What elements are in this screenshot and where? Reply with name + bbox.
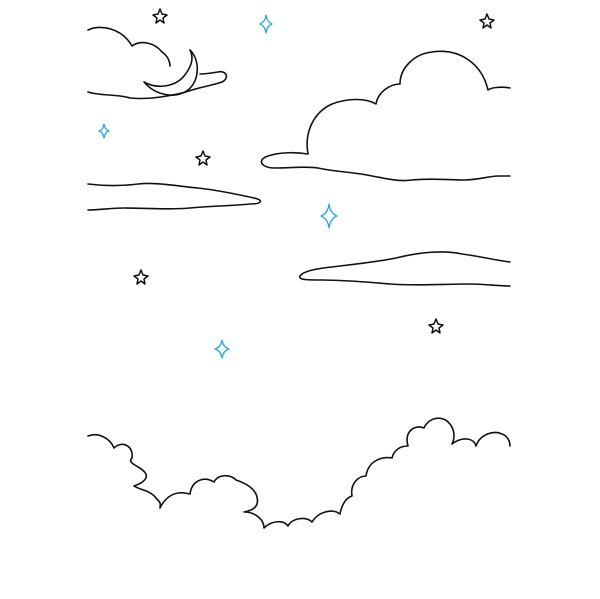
four-point-sparkle-icon [320,203,338,229]
moon-cloud [87,26,228,100]
four-point-sparkle-icon [98,123,110,139]
outline-star-icon [133,269,149,285]
four-point-sparkle-icon [214,339,230,359]
outline-star-icon [479,13,495,29]
outline-star-icon [195,150,211,166]
four-point-sparkle-icon [259,14,273,34]
bottom-cloud-band [87,417,511,529]
outline-star-icon [152,8,168,24]
outline-star-icon [428,318,444,334]
crescent-moon-icon [143,49,199,96]
stratus-cloud-right [298,251,511,287]
big-cloud-right [260,50,511,182]
stratus-cloud-left [87,182,262,211]
